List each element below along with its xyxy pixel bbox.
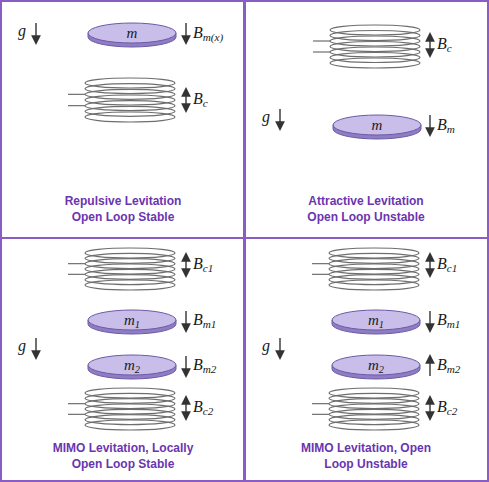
field-symbol: Bc — [437, 35, 452, 53]
coil-winding — [85, 106, 175, 116]
disk-top — [88, 23, 176, 43]
gravity-symbol: g — [262, 108, 270, 126]
panel-box: mAttractive Levitation Open Loop Unstabl… — [243, 0, 489, 239]
coil-winding — [85, 112, 175, 122]
field-symbol: Bc1 — [193, 255, 213, 273]
direction-arrow — [279, 109, 280, 129]
gravity-symbol: g — [262, 337, 270, 355]
direction-arrow — [279, 338, 280, 358]
magnet-disk: m — [87, 21, 177, 49]
direction-arrow — [185, 23, 186, 43]
field-symbol: Bm(x) — [193, 24, 223, 42]
panel-caption: MIMO Levitation, Open Loop Unstable — [291, 440, 441, 472]
mass-label: m — [127, 26, 138, 41]
coil-winding — [85, 95, 175, 105]
direction-arrow — [429, 311, 430, 331]
direction-arrow — [35, 338, 36, 358]
coil-winding — [329, 280, 419, 290]
field-symbol: Bm1 — [193, 311, 216, 329]
coil-lead — [312, 274, 329, 275]
coil-symbol — [312, 248, 419, 290]
magnet-disk: m2 — [331, 353, 421, 381]
gravity-symbol: g — [18, 22, 26, 40]
panel-caption: MIMO Levitation, Locally Open Loop Stabl… — [41, 440, 206, 472]
field-symbol: Bc2 — [193, 398, 213, 416]
field-symbol: Bc2 — [437, 398, 457, 416]
coil-symbol — [68, 78, 175, 122]
direction-arrow — [185, 311, 186, 331]
disk-top — [333, 115, 421, 135]
mass-label: m2 — [368, 358, 384, 373]
coil-winding — [85, 280, 175, 290]
direction-arrow — [185, 254, 186, 276]
coil-symbol — [313, 25, 420, 68]
coil-winding — [85, 101, 175, 111]
coil-lead — [312, 263, 329, 264]
coil-lead — [68, 403, 85, 404]
coil-lead — [68, 414, 85, 415]
coil-symbol — [312, 388, 419, 430]
disk-top — [332, 355, 420, 375]
direction-arrow — [429, 115, 430, 135]
coil-lead — [68, 263, 85, 264]
coil-winding — [85, 89, 175, 99]
field-symbol: Bc1 — [437, 255, 457, 273]
mass-label: m1 — [368, 313, 384, 328]
panel-caption: Attractive Levitation Open Loop Unstable — [296, 193, 436, 225]
mass-label: m2 — [124, 358, 140, 373]
direction-arrow — [429, 34, 430, 56]
field-symbol: Bm2 — [193, 356, 216, 374]
coil-winding — [85, 420, 175, 430]
field-symbol: Bc — [193, 90, 208, 108]
direction-arrow — [35, 23, 36, 43]
direction-arrow — [429, 356, 430, 376]
coil-lead — [312, 414, 329, 415]
direction-arrow — [185, 397, 186, 419]
direction-arrow — [429, 254, 430, 276]
field-symbol: Bm1 — [437, 311, 460, 329]
mass-label: m — [372, 118, 383, 133]
coil-symbol — [68, 248, 175, 290]
coil-winding — [85, 78, 175, 88]
magnet-disk: m — [332, 113, 422, 141]
coil-lead — [68, 105, 85, 106]
coil-winding — [329, 420, 419, 430]
magnet-disk: m1 — [87, 308, 177, 336]
direction-arrow — [185, 89, 186, 111]
gravity-symbol: g — [18, 337, 26, 355]
coil-lead — [313, 40, 330, 41]
coil-lead — [68, 94, 85, 95]
disk-top — [88, 310, 176, 330]
coil-lead — [313, 51, 330, 52]
disk-top — [332, 310, 420, 330]
coil-lead — [312, 403, 329, 404]
coil-lead — [68, 274, 85, 275]
disk-top — [88, 355, 176, 375]
direction-arrow — [185, 356, 186, 376]
magnet-disk: m1 — [331, 308, 421, 336]
coil-symbol — [68, 388, 175, 430]
field-symbol: Bm — [437, 116, 455, 134]
coil-winding — [85, 84, 175, 94]
panel-caption: Repulsive Levitation Open Loop Stable — [53, 193, 193, 225]
mass-label: m1 — [124, 313, 140, 328]
direction-arrow — [429, 397, 430, 419]
magnet-disk: m2 — [87, 353, 177, 381]
field-symbol: Bm2 — [437, 356, 460, 374]
coil-winding — [330, 58, 420, 68]
